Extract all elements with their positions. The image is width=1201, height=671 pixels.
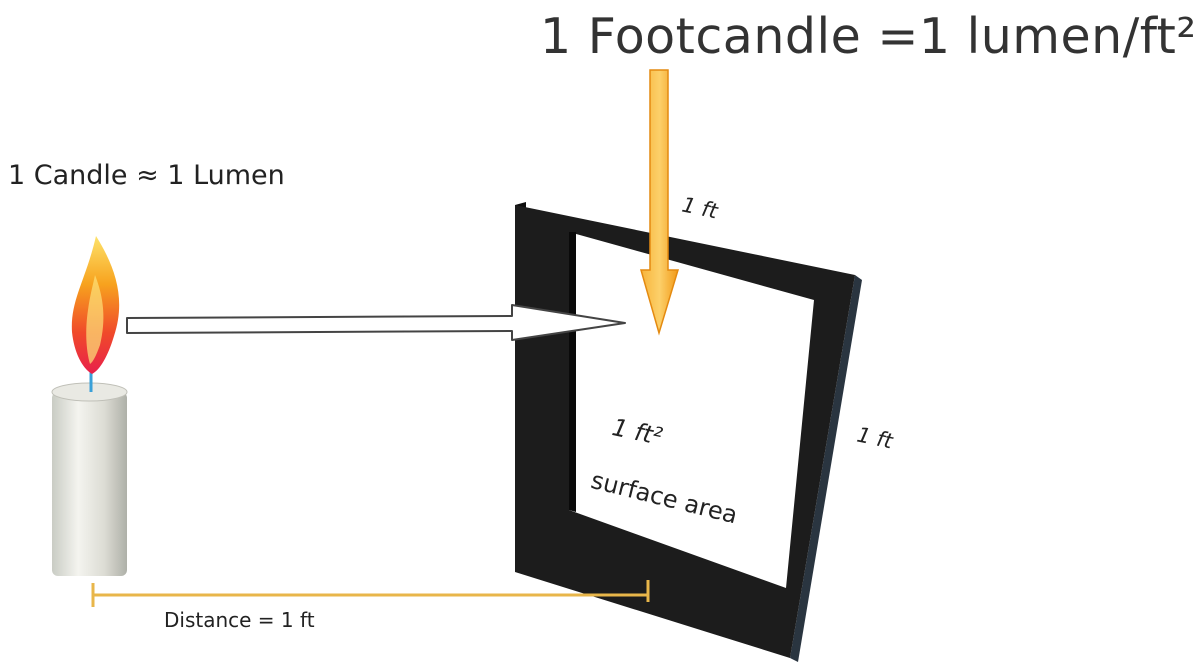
candle: [51, 236, 128, 576]
flame-core: [86, 275, 104, 364]
frame-depth-right: [790, 275, 862, 662]
distance-label: Distance = 1 ft: [164, 608, 315, 632]
candle-label: 1 Candle ≈ 1 Lumen: [8, 160, 285, 191]
square-frame: [515, 202, 862, 662]
light-arrow: [126, 304, 626, 341]
frame-face: [515, 205, 855, 658]
down-arrow: [640, 69, 680, 336]
title: 1 Footcandle =1 lumen/ft²: [540, 8, 1197, 65]
candle-body: [52, 392, 127, 576]
distance-line: [91, 580, 650, 607]
frame-inner-bevel: [569, 232, 576, 512]
